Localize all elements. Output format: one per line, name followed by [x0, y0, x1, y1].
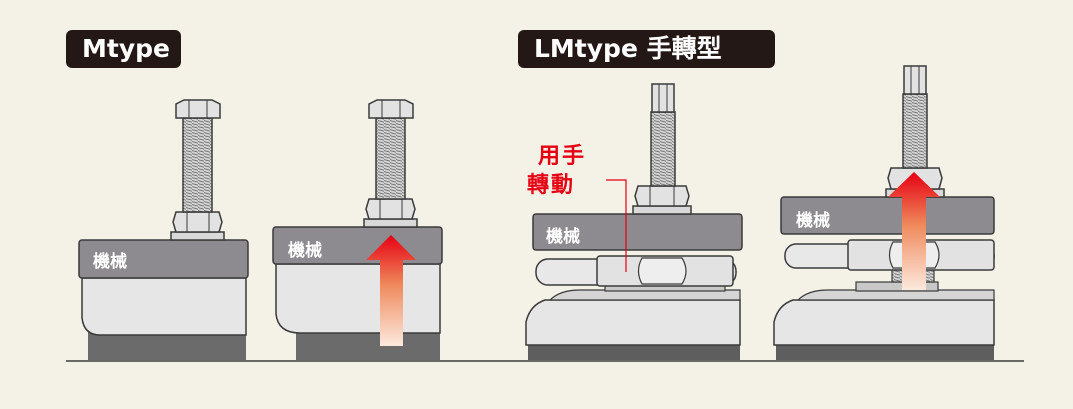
threaded-bolt [375, 117, 406, 200]
bolt-head [368, 99, 414, 119]
threaded-bolt [902, 93, 928, 169]
m-type-mount-lifted [272, 99, 443, 360]
machine-label: 機械 [93, 252, 127, 272]
lock-nut [172, 211, 223, 233]
lock-nut [365, 198, 416, 220]
machine-label: 機械 [796, 211, 830, 231]
hex-key-head [651, 83, 675, 113]
m-type-mount-before [78, 99, 249, 360]
washer [170, 231, 225, 241]
lm-type-mount-before [525, 83, 743, 360]
bolt-head [175, 99, 221, 119]
callout-leader [606, 179, 627, 272]
lm-type-badge: LMtype 手轉型 [518, 30, 775, 68]
machine-label: 機械 [288, 241, 322, 261]
lm-type-mount-lifted [773, 65, 995, 360]
machine-plate [78, 239, 249, 279]
lock-nut [634, 185, 690, 207]
up-arrow-icon [888, 172, 940, 290]
machine-label: 機械 [546, 227, 580, 247]
hand-turn-callout-line2: 轉動 [527, 173, 576, 198]
m-type-badge: Mtype [66, 30, 181, 68]
hex-key-head [903, 65, 927, 95]
mount-base [525, 299, 741, 346]
threaded-bolt [182, 117, 213, 213]
washer [632, 205, 692, 215]
hand-turn-callout-line1: 用手 [538, 144, 587, 169]
threaded-bolt [650, 111, 676, 187]
washer [363, 218, 418, 228]
mount-base [773, 299, 995, 346]
up-arrow-icon [366, 235, 416, 346]
